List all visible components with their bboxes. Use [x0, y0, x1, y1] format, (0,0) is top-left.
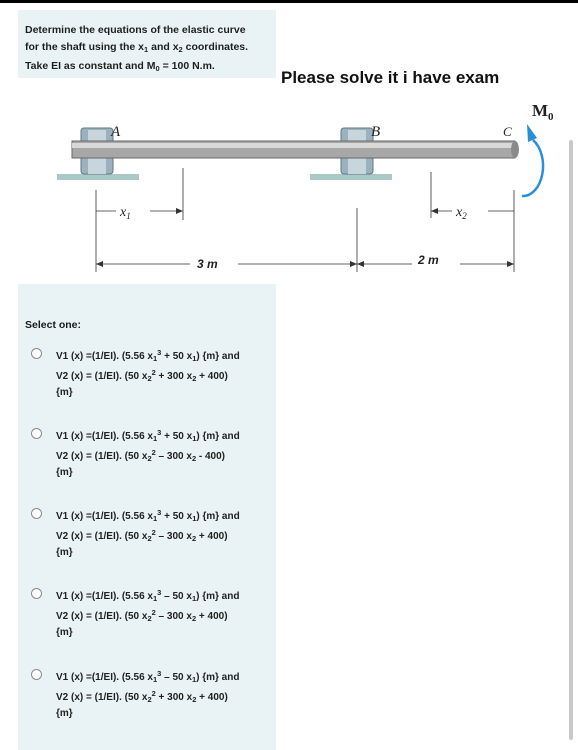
answer-option-text: V1 (x) =(1/EI). (5.56 x13 + 50 x1) {m} a… — [56, 428, 240, 478]
answer-option-2[interactable]: V1 (x) =(1/EI). (5.56 x13 + 50 x1) {m} a… — [31, 426, 281, 480]
moment-arrowhead — [527, 124, 537, 142]
answer-option-text: V1 (x) =(1/EI). (5.56 x13 + 50 x1) {m} a… — [56, 348, 240, 398]
scrollbar[interactable] — [569, 140, 573, 740]
radio-button[interactable] — [31, 348, 42, 359]
answer-option-1[interactable]: V1 (x) =(1/EI). (5.56 x13 + 50 x1) {m} a… — [31, 346, 281, 400]
answer-option-text: V1 (x) =(1/EI). (5.56 x13 – 50 x1) {m} a… — [56, 669, 240, 719]
select-one-label: Select one: — [25, 319, 82, 331]
answer-option-5[interactable]: V1 (x) =(1/EI). (5.56 x13 – 50 x1) {m} a… — [31, 667, 281, 721]
label-b: B — [371, 124, 380, 140]
question-line-3: Take EI as constant and M0 = 100 N.m. — [25, 60, 215, 73]
answer-option-3[interactable]: V1 (x) =(1/EI). (5.56 x13 + 50 x1) {m} a… — [31, 506, 281, 560]
ground-left — [57, 174, 139, 180]
radio-button[interactable] — [31, 588, 42, 599]
ground-right — [310, 174, 392, 180]
dim-3m: 3 m — [197, 257, 218, 271]
x1-label: x1 — [119, 205, 131, 221]
moment-label: M0 — [532, 101, 554, 123]
student-note: Please solve it i have exam — [281, 68, 500, 87]
radio-button[interactable] — [31, 508, 42, 519]
radio-button[interactable] — [31, 669, 42, 680]
top-border — [0, 0, 578, 3]
shaft-diagram: A B C M0 x1 x2 3 m 2 m — [57, 101, 554, 272]
answers-panel — [18, 284, 276, 750]
question-text: Determine the equations of the elastic c… — [25, 22, 270, 58]
answer-option-4[interactable]: V1 (x) =(1/EI). (5.56 x13 – 50 x1) {m} a… — [31, 586, 281, 640]
label-c: C — [503, 124, 512, 139]
label-a: A — [110, 124, 121, 140]
moment-arrow — [521, 139, 545, 198]
answer-option-text: V1 (x) =(1/EI). (5.56 x13 + 50 x1) {m} a… — [56, 508, 240, 558]
dim-2m: 2 m — [417, 253, 439, 267]
question-line-2: for the shaft using the x1 and x2 coordi… — [25, 41, 249, 54]
question-panel — [18, 10, 276, 78]
radio-button[interactable] — [31, 428, 42, 439]
x2-label: x2 — [455, 205, 467, 221]
answer-option-text: V1 (x) =(1/EI). (5.56 x13 – 50 x1) {m} a… — [56, 588, 240, 638]
question-line-1: Determine the equations of the elastic c… — [25, 24, 246, 36]
